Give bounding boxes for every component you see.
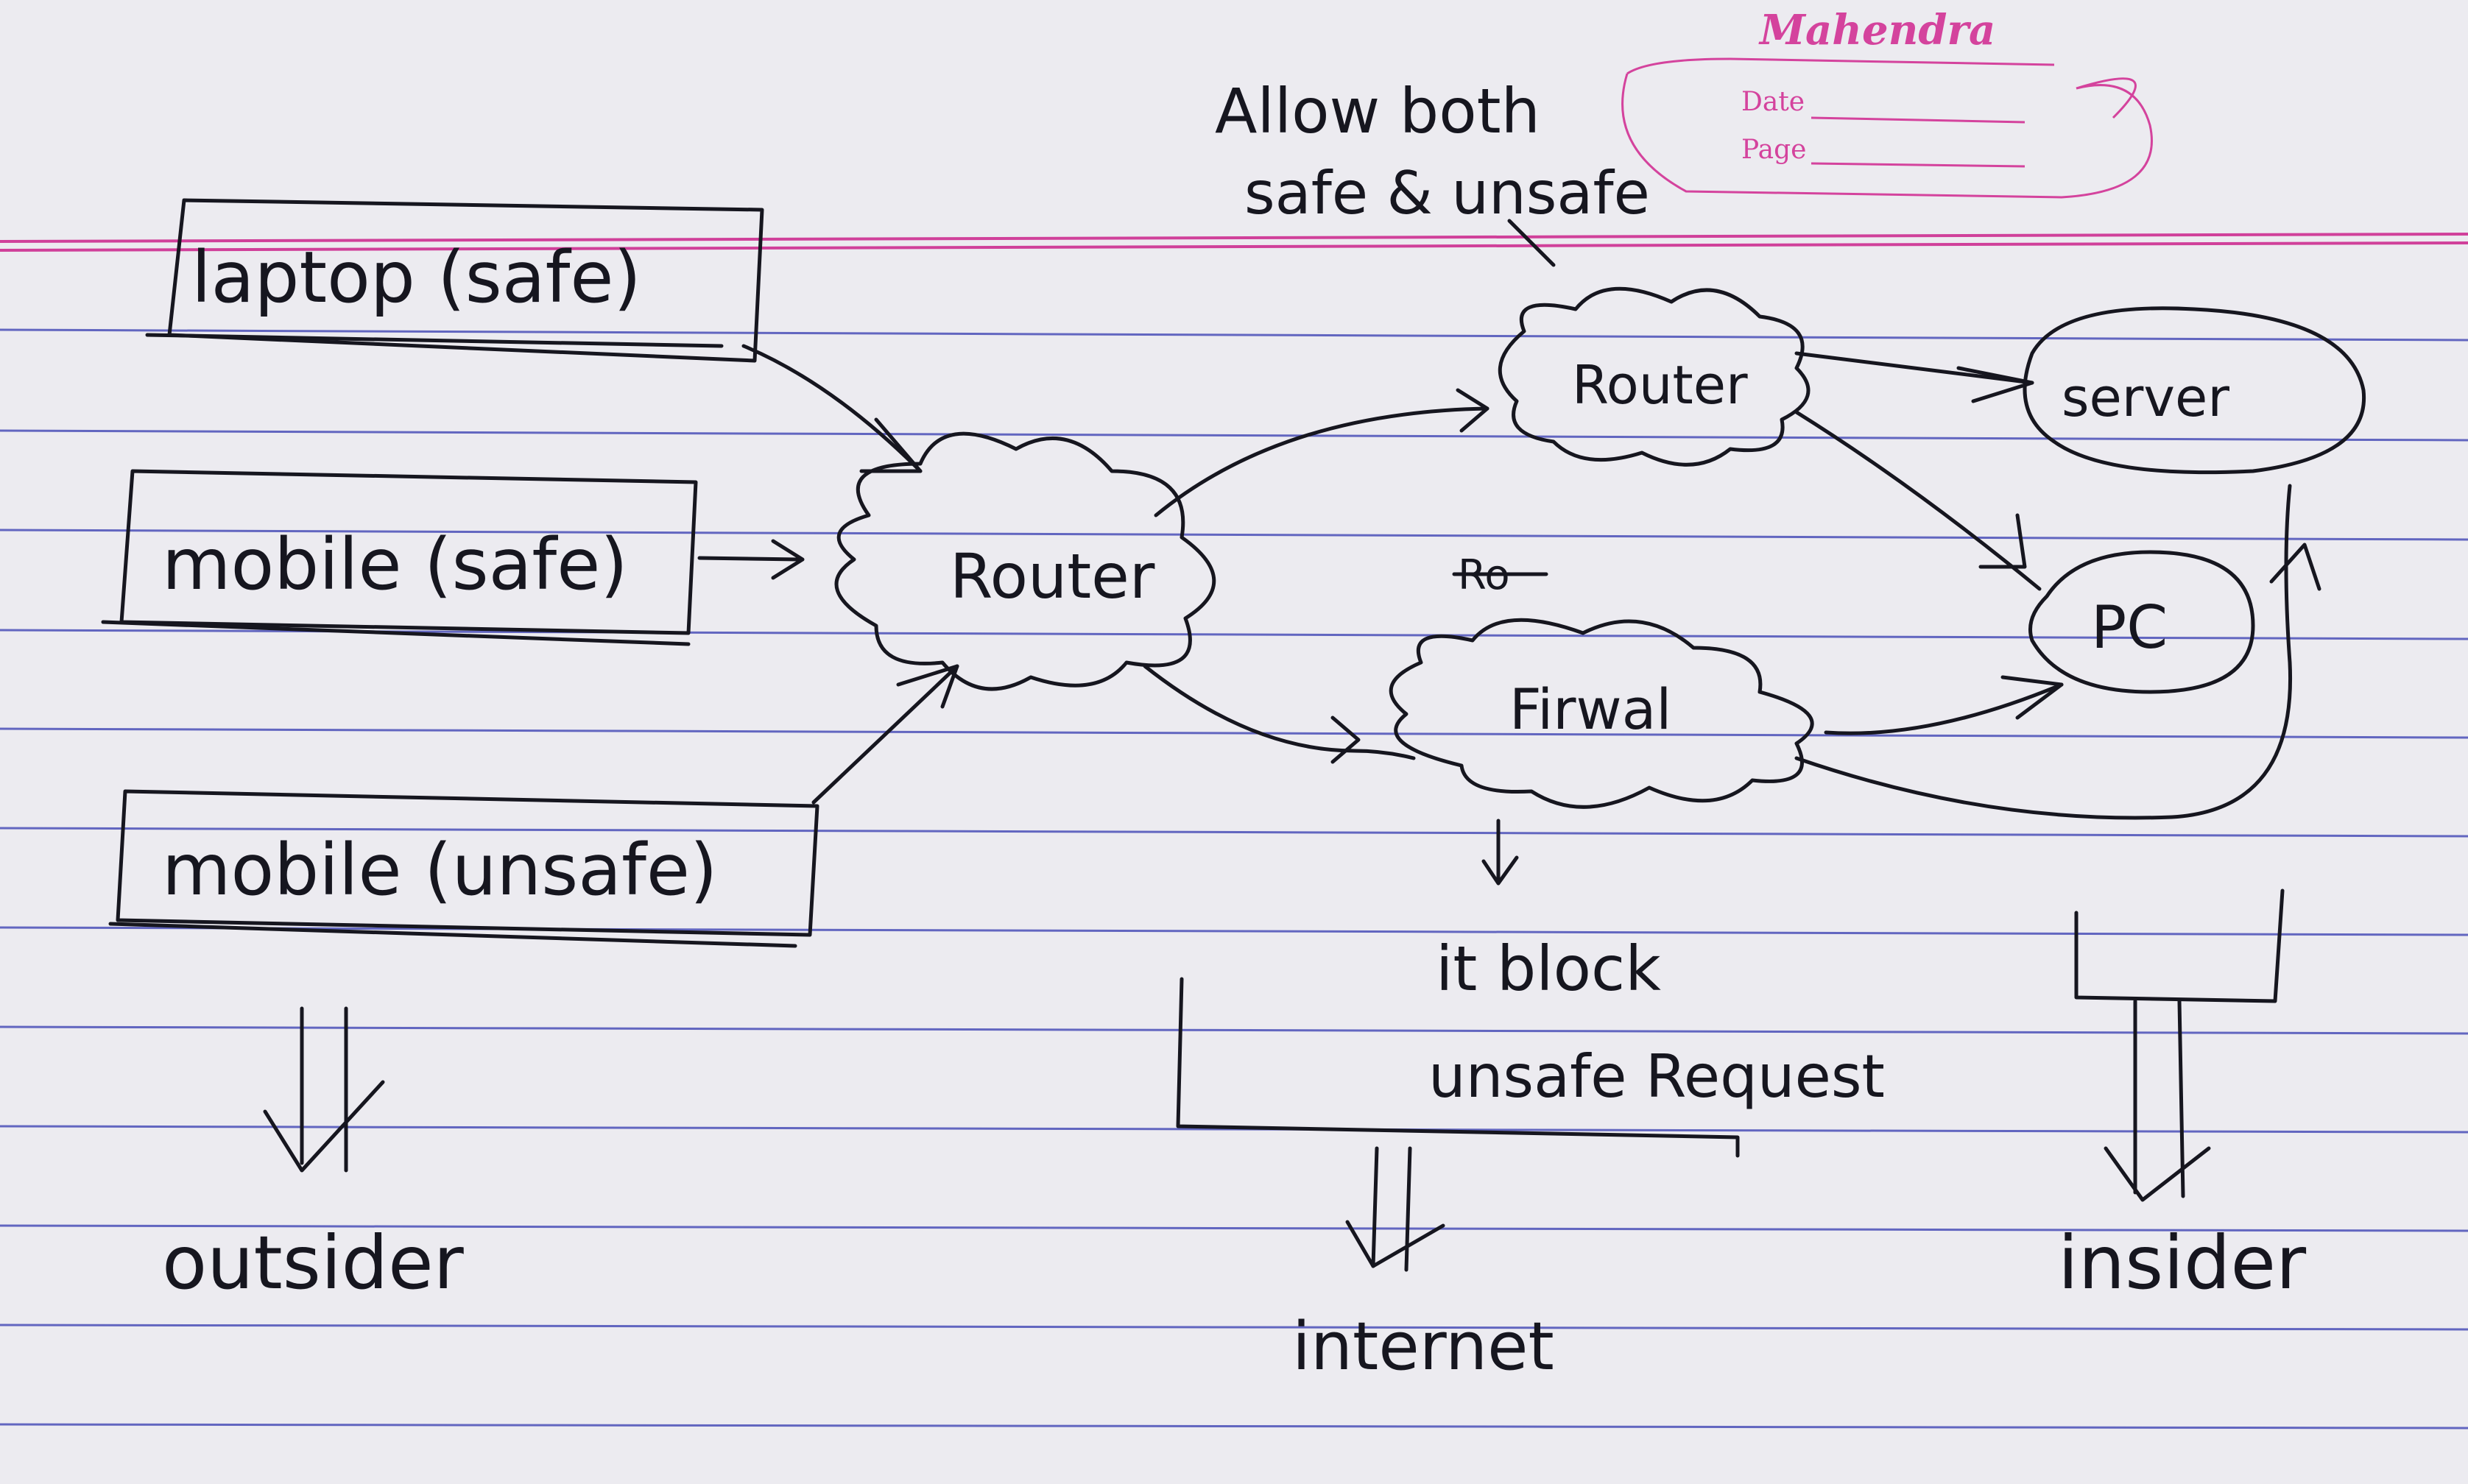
arrow-router-firewall bbox=[1143, 664, 1416, 760]
label-mobile-unsafe: mobile (unsafe) bbox=[162, 829, 717, 911]
label-server: server bbox=[2062, 367, 2229, 428]
router-top-cloud: Router bbox=[1498, 286, 1811, 467]
device-mobile-unsafe: mobile (unsafe) bbox=[108, 789, 819, 948]
arrow-firewall-pc bbox=[1824, 682, 2064, 735]
arrow-mobile-router bbox=[697, 556, 801, 562]
zone-outsider: outsider bbox=[162, 1220, 465, 1306]
date-label: Date bbox=[1741, 87, 1805, 117]
note-block-line2: unsafe Request bbox=[1428, 1042, 1885, 1111]
bracket-internet bbox=[1176, 977, 1740, 1272]
header-margin-rule bbox=[0, 233, 2468, 252]
brand-logo: Mahendra bbox=[1758, 6, 1995, 54]
router-main-cloud: Router bbox=[834, 431, 1216, 691]
server-node: server bbox=[2023, 306, 2366, 475]
arrow-router-server bbox=[1794, 351, 2034, 385]
zone-insider: insider bbox=[2058, 1220, 2307, 1306]
note-block-line1: it block bbox=[1436, 933, 1661, 1005]
note-allow-line1: Allow both bbox=[1215, 75, 1540, 147]
zone-internet: internet bbox=[1292, 1308, 1554, 1385]
label-router-main: Router bbox=[950, 540, 1155, 612]
arrow-laptop-router bbox=[741, 344, 923, 473]
note-allow-line2: safe & unsafe bbox=[1244, 159, 1650, 227]
device-laptop-safe: laptop (safe) bbox=[145, 198, 764, 363]
brand-stamp: Mahendra Date Page bbox=[1621, 6, 2153, 199]
device-mobile-safe: mobile (safe) bbox=[101, 469, 698, 646]
label-mobile-safe: mobile (safe) bbox=[162, 523, 628, 606]
label-firewall: Firwal bbox=[1509, 676, 1671, 742]
label-laptop-safe: laptop (safe) bbox=[191, 236, 641, 319]
arrow-router-pc bbox=[1794, 410, 2042, 591]
connections bbox=[697, 344, 2321, 886]
pc-node: PC bbox=[2028, 550, 2255, 694]
note-block: it block unsafe Request bbox=[1428, 933, 1885, 1111]
arrow-router-router bbox=[1154, 406, 1489, 517]
bracket-insider bbox=[2074, 888, 2285, 1202]
label-router-top: Router bbox=[1572, 354, 1748, 416]
arrow-firewall-server bbox=[1794, 484, 2293, 820]
page-label: Page bbox=[1741, 135, 1806, 165]
label-pc: PC bbox=[2091, 593, 2168, 662]
bracket-outsider bbox=[263, 1006, 385, 1173]
crossed-out-note: Ro bbox=[1452, 551, 1548, 599]
firewall-cloud: Firwal bbox=[1389, 618, 1814, 809]
note-allow: Allow both safe & unsafe bbox=[1215, 75, 1650, 267]
arrow-unsafe-router bbox=[811, 664, 959, 805]
